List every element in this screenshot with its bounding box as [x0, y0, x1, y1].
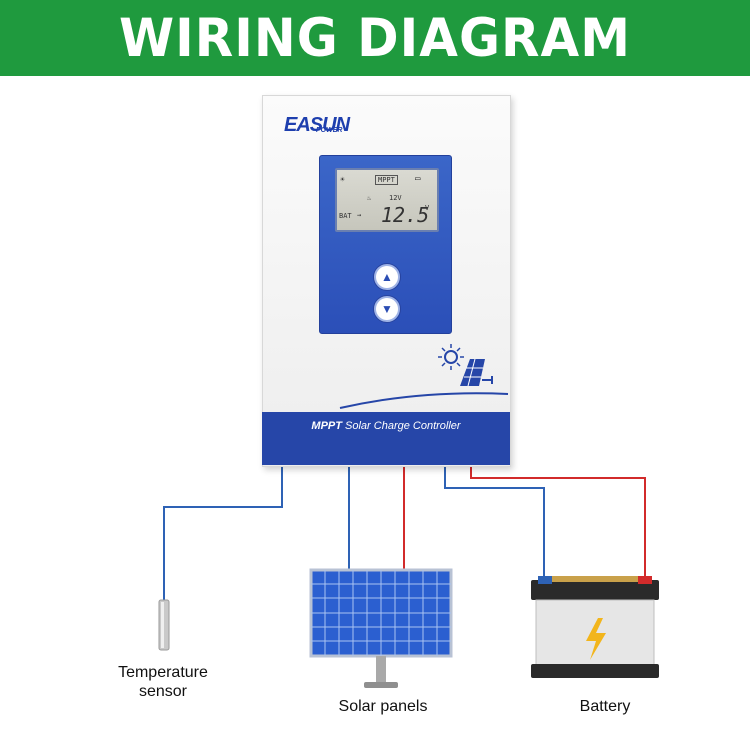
battery-negative-wire: [444, 465, 545, 582]
down-button[interactable]: ▼: [374, 296, 400, 322]
arrow-right-icon: →: [357, 211, 362, 219]
battery-graphic: [531, 576, 659, 678]
lcd-mode: MPPT: [375, 175, 398, 185]
brand-name: EASUN: [284, 114, 350, 136]
up-button[interactable]: ▲: [374, 264, 400, 290]
solar-panel-graphic: [309, 568, 453, 688]
controller-label-band: [262, 412, 510, 465]
band-title-bold: MPPT: [311, 420, 342, 432]
lcd-reading: 12.5: [381, 203, 430, 227]
temperature-sensor-probe: [158, 599, 170, 651]
plug-icon: [482, 376, 493, 384]
chevron-up-icon: ▲: [381, 270, 393, 284]
panel-decor-icon: [460, 359, 485, 386]
lcd-voltage-label: 12V: [389, 194, 402, 202]
battery-positive-wire: [470, 465, 646, 582]
solar-panels-label: Solar panels: [338, 698, 428, 715]
battery-level-icon: ▭: [415, 174, 421, 184]
temperature-sensor-label: Temperature sensor: [118, 664, 208, 700]
lcd-unit: V: [425, 204, 430, 212]
sun-decor-icon: [444, 350, 458, 364]
page-title: WIRING DIAGRAM: [119, 7, 631, 69]
battery-label: Battery: [579, 698, 631, 715]
bulb-icon: ♨: [367, 194, 372, 202]
chevron-down-icon: ▼: [381, 302, 393, 316]
controller-model-label: MPPT Solar Charge Controller: [262, 420, 510, 432]
brand-sub: POWER: [316, 127, 343, 134]
temp-sensor-wire: [163, 465, 283, 600]
lcd-display: ☀ MPPT ▭ ♨ 12V BAT → 12.5 V: [335, 168, 439, 232]
sun-icon: ☀: [340, 175, 345, 184]
band-title-rest: Solar Charge Controller: [341, 420, 461, 432]
header-bar: [0, 0, 750, 76]
brand-logo: EASUN POWER: [284, 114, 364, 138]
solar-decor-graphic: [339, 344, 509, 409]
lcd-bat-label: BAT: [339, 212, 352, 220]
